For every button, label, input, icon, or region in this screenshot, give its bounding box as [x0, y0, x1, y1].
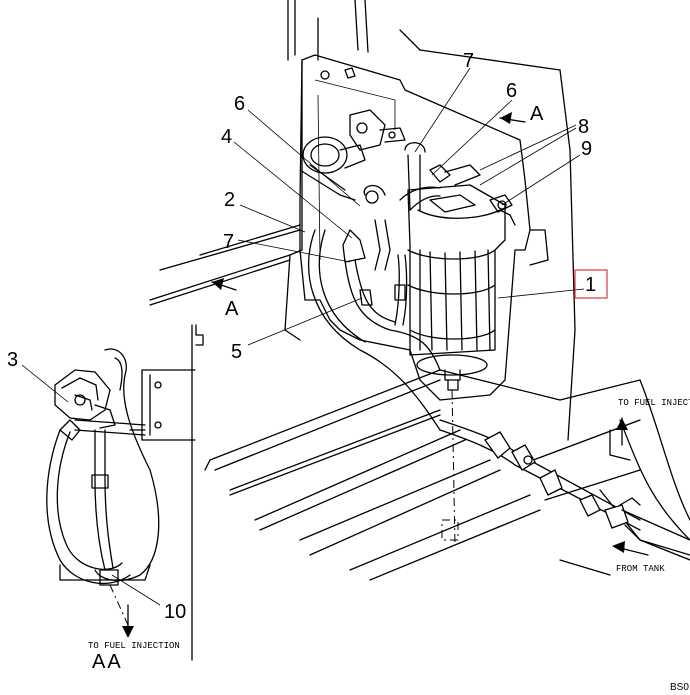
- callout-9[interactable]: 9: [581, 138, 592, 160]
- section-view-label: AA: [92, 651, 123, 673]
- to-fuel-injection-label-right: TO FUEL INJECTI: [618, 398, 690, 408]
- view-arrow-top: [499, 112, 526, 124]
- callout-3[interactable]: 3: [7, 349, 18, 371]
- view-arrow-left: [211, 278, 237, 291]
- callout-6-right[interactable]: 6: [506, 80, 517, 102]
- drain-line: [441, 389, 459, 546]
- floor-frame: [149, 224, 690, 581]
- fuel-filter[interactable]: [407, 184, 516, 391]
- supply-line-right: [439, 419, 690, 556]
- callout-10[interactable]: 10: [164, 601, 186, 623]
- callout-2[interactable]: 2: [224, 189, 235, 211]
- drawing-reference-code: BS0: [670, 682, 689, 693]
- flow-arrow-to-injection-bottom: [122, 604, 134, 638]
- upper-fitting-assembly: [299, 109, 406, 201]
- flow-arrow-from-tank: [612, 541, 649, 556]
- callout-7-left[interactable]: 7: [223, 231, 234, 253]
- fuel-hoses: [342, 142, 481, 371]
- callout-1-highlight: [574, 269, 608, 299]
- callout-5[interactable]: 5: [231, 341, 242, 363]
- cab-frame: [287, 0, 576, 441]
- view-marker-a-left: A: [225, 298, 239, 320]
- callout-6-left[interactable]: 6: [234, 93, 245, 115]
- return-hose-loop: [308, 229, 441, 431]
- leader-lines: [21, 67, 585, 606]
- flow-arrow-to-injection-right: [616, 417, 628, 446]
- view-marker-a-top: A: [530, 103, 544, 125]
- from-tank-label: FROM TANK: [616, 564, 665, 574]
- callout-7-top[interactable]: 7: [463, 50, 474, 72]
- callout-4[interactable]: 4: [221, 126, 232, 148]
- callout-1[interactable]: 1: [585, 274, 596, 296]
- section-view-aa: [46, 324, 204, 661]
- to-fuel-injection-label-bottom: TO FUEL INJECTION: [88, 641, 180, 651]
- callout-8[interactable]: 8: [578, 116, 589, 138]
- mounting-bracket: [284, 54, 549, 401]
